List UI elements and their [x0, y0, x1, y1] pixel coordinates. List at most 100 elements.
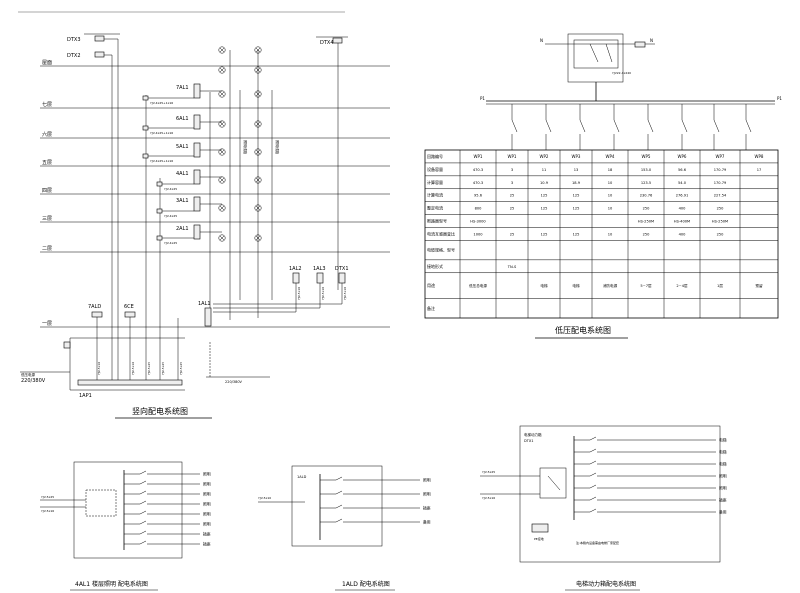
switch-symbol [589, 460, 597, 465]
table-cell: 10.9 [540, 181, 549, 185]
dtx-box [94, 35, 105, 42]
floor-box-label: 2AL1 [176, 226, 189, 232]
panel-frame [73, 461, 183, 559]
table-cell: 250 [717, 207, 725, 211]
switch-symbol [139, 510, 147, 515]
table-header-cell: WP4 [606, 154, 615, 159]
svg-text:YJV-5x16: YJV-5x16 [97, 362, 101, 375]
panel-diagram-right: YJV-5x25 YJV-5x16 电梯动力箱 DTX1 PE接地 注:本箱内设… [480, 425, 727, 591]
svg-text:YJV-4x25+1x16: YJV-4x25+1x16 [150, 131, 173, 135]
switch-symbol [589, 436, 597, 441]
table-cell: 400 [679, 207, 687, 211]
circuit-label: 电梯 [719, 450, 727, 455]
table-cell: 3 [511, 168, 513, 172]
incoming-cabinet [567, 33, 624, 83]
svg-text:YJV-4x25: YJV-4x25 [164, 241, 177, 245]
svg-text:YJV-5x16: YJV-5x16 [482, 496, 495, 500]
circuit-label: 插座 [203, 532, 211, 537]
lv-system-title: 低压配电系统图 [555, 325, 611, 335]
svg-text:YJV-5x25: YJV-5x25 [482, 470, 495, 474]
bottom-box-label: DTX1 [335, 266, 349, 272]
switch-symbol [589, 496, 597, 501]
dtx-label: DTX4 [320, 40, 334, 46]
table-cell: 250 [643, 207, 651, 211]
switch-symbol [335, 504, 343, 509]
table-cell: 10 [608, 233, 613, 237]
svg-text:YJV-5x25: YJV-5x25 [41, 495, 54, 499]
table-cell: 95.6 [474, 194, 483, 198]
table-cell: 470.3 [473, 181, 483, 185]
dtx-label: DTX3 [67, 37, 81, 43]
table-header-cell: WP7 [716, 154, 725, 159]
switch-symbol [139, 500, 147, 505]
switch-symbol [335, 476, 343, 481]
switch-symbol [139, 480, 147, 485]
circuit-label: 照明 [423, 492, 431, 497]
floor-box [193, 196, 201, 212]
table-header-cell: WP5 [642, 154, 651, 159]
table-cell: 17 [757, 168, 762, 172]
table-cell: 400 [679, 233, 687, 237]
switch-symbol [335, 518, 343, 523]
table-cell: 25 [510, 207, 515, 211]
table-cell: 230.76 [640, 194, 653, 198]
table-cell: 125 [573, 233, 580, 237]
circuit-label: 备用 [719, 510, 727, 515]
table-row-label: 计算容量 [427, 179, 443, 185]
floor-label: 四层 [42, 188, 52, 194]
floor-label: 五层 [42, 160, 52, 166]
circuit-label: 照明 [423, 478, 431, 483]
switch-symbol [139, 530, 147, 535]
table-cell: 125 [573, 207, 580, 211]
table-cell: 56.6 [678, 168, 687, 172]
svg-text:YJV-5x10: YJV-5x10 [343, 287, 347, 300]
svg-text:照明线路: 照明线路 [243, 140, 248, 154]
floor-label: 屋面 [42, 60, 52, 66]
table-header-cell: WP6 [678, 154, 687, 159]
table-cell: 10 [608, 207, 613, 211]
circuit-label: 备用 [423, 520, 431, 525]
switch-symbol [589, 472, 597, 477]
svg-text:YJV-4x25+1x16: YJV-4x25+1x16 [150, 101, 173, 105]
floor-box-label: 6AL1 [176, 116, 189, 122]
floor-box [193, 169, 201, 185]
table-cell: 276.91 [676, 194, 689, 198]
table-cell: 170.79 [714, 168, 727, 172]
svg-text:PE接地: PE接地 [534, 536, 544, 541]
circuit-label: 电梯 [719, 462, 727, 467]
floor-box [193, 224, 201, 240]
floor-label: 六层 [42, 131, 52, 138]
floor-box-label: 5AL1 [176, 144, 189, 150]
svg-text:YJV-4x25: YJV-4x25 [164, 187, 177, 191]
bottom-box [292, 272, 300, 284]
table-cell: 10 [608, 181, 613, 185]
table-cell: HS-3000 [470, 220, 486, 224]
table-row-label: 设备容量 [427, 166, 443, 172]
table-cell: 170.79 [714, 181, 727, 185]
panel-frame [291, 465, 383, 547]
switch-symbol [139, 490, 147, 495]
table-cell: HS-400M [674, 220, 690, 224]
table-cell: 250 [717, 233, 725, 237]
bottom-box-label: 1AL3 [313, 266, 326, 272]
circuit-label: 照明 [719, 486, 727, 491]
circuit-label: 照明 [203, 482, 211, 487]
switch-symbol [589, 484, 597, 489]
table-cell: 1层 [717, 283, 723, 288]
table-row-label: 备注 [427, 305, 435, 311]
table-row-label: 断路器型号 [427, 218, 447, 224]
table-cell: 800 [475, 207, 483, 211]
svg-text:YJV-5x25: YJV-5x25 [161, 362, 165, 375]
table-cell: 25 [510, 233, 515, 237]
svg-text:YJV22-4x240: YJV22-4x240 [612, 71, 631, 75]
table-cell: 470.3 [473, 168, 483, 172]
table-cell: 123.5 [641, 181, 651, 185]
switch-symbol [589, 508, 597, 513]
table-cell: 153.0 [641, 168, 652, 172]
floor-box-label: 4AL1 [176, 171, 189, 177]
panel-title-right: 电梯动力箱配电系统图 [576, 580, 636, 588]
svg-text:YJV-5x16: YJV-5x16 [41, 509, 54, 513]
dtx-box [332, 37, 343, 44]
table-cell: 18.9 [572, 181, 581, 185]
